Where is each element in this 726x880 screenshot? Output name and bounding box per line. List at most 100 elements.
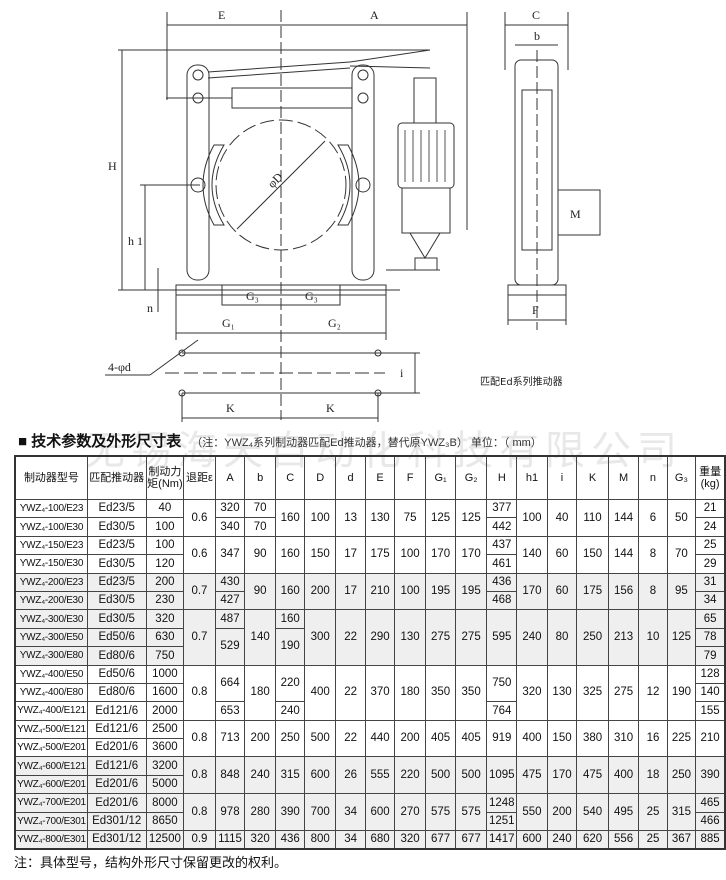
table-cell: 18 (638, 756, 668, 795)
table-cell: 12 (638, 664, 668, 721)
table-cell: 200 (546, 793, 578, 832)
table-cell: 0.8 (183, 756, 216, 795)
table-cell: 377 (486, 498, 518, 519)
table-cell: 713 (214, 719, 246, 758)
table-cell: 150 (576, 535, 609, 574)
table-cell: 170 (454, 535, 488, 574)
table-cell: 40 (145, 498, 185, 519)
brake-dimension-drawing: E A H h 1 n φD G₃ G₃ G₁ G₂ 4-φd i K K (105, 8, 601, 422)
table-cell: 466 (695, 811, 726, 832)
table-cell: Ed23/5 (86, 572, 147, 592)
model-cell: YWZ₄-100/E23 (14, 498, 88, 519)
table-cell: Ed121/6 (86, 756, 147, 776)
table-cell: 250 (576, 609, 609, 666)
model-cell: YWZ₄-150/E30 (14, 554, 88, 574)
table-cell: 90 (244, 572, 276, 611)
table-cell: 21 (695, 498, 726, 519)
table-cell: 600 (516, 830, 548, 850)
table-cell: 225 (666, 719, 697, 758)
dim-label-G2: G₂ (328, 316, 341, 330)
table-cell: 95 (666, 572, 697, 611)
table-cell: 175 (365, 535, 395, 574)
table-cell: 10 (638, 609, 668, 666)
table-cell: 320 (145, 609, 185, 629)
table-cell: 140 (516, 535, 548, 574)
table-cell: 475 (516, 756, 548, 795)
table-cell: 200 (393, 719, 427, 758)
table-cell: 1417 (486, 830, 518, 850)
table-cell: 405 (425, 719, 456, 758)
table-cell: 160 (274, 535, 306, 574)
column-header: 制动器型号 (14, 455, 88, 500)
table-cell: 200 (304, 572, 336, 611)
table-cell: 495 (607, 793, 640, 832)
table-cell: 487 (214, 609, 246, 629)
column-header: E (365, 455, 395, 500)
table-cell: 70 (666, 535, 697, 574)
table-cell: 978 (214, 793, 246, 832)
model-cell: YWZ₄-200/E30 (14, 590, 88, 611)
model-cell: YWZ₄-700/E201 (14, 793, 88, 813)
table-cell: 250 (666, 756, 697, 795)
table-cell: 180 (244, 664, 276, 721)
dim-label-i: i (400, 366, 404, 380)
dim-label-D: φD (265, 170, 286, 191)
column-header: h1 (516, 455, 548, 500)
table-cell: 575 (454, 793, 488, 832)
table-cell: 350 (454, 664, 488, 721)
table-cell: 155 (695, 701, 726, 721)
table-cell: 540 (576, 793, 609, 832)
table-cell: 190 (666, 664, 697, 721)
table-note: （注：YWZ₄系列制动器匹配Ed推动器，替代原YWZ₃B） 单位：（ mm） (191, 437, 542, 449)
table-cell: Ed201/6 (86, 738, 147, 758)
table-cell: 100 (393, 535, 427, 574)
table-cell: 200 (244, 719, 276, 758)
table-cell: 180 (393, 664, 427, 721)
table-cell: 8 (638, 535, 668, 574)
table-cell: 764 (486, 701, 518, 721)
table-cell: 250 (274, 719, 306, 758)
table-cell: 125 (454, 499, 488, 537)
table-cell: 400 (607, 756, 640, 795)
table-cell: 325 (576, 664, 609, 721)
table-cell: 230 (145, 590, 185, 611)
column-header: i (546, 455, 578, 500)
table-cell: 22 (334, 609, 367, 666)
model-cell: YWZ₄-400/E80 (14, 682, 88, 703)
table-cell: 320 (516, 664, 548, 721)
table-cell: 140 (244, 609, 276, 666)
table-cell: 100 (145, 517, 185, 537)
table-cell: 17 (334, 572, 367, 611)
table-cell: 1251 (486, 811, 518, 832)
column-header: K (576, 455, 609, 500)
table-cell: 390 (274, 793, 306, 832)
table-cell: 2500 (145, 719, 185, 740)
table-cell: 475 (576, 756, 609, 795)
table-cell: 100 (393, 572, 427, 611)
table-cell: 919 (486, 719, 518, 758)
table-cell: 5000 (145, 774, 185, 795)
table-cell: 144 (607, 535, 640, 574)
table-cell: 468 (486, 590, 518, 611)
column-header: G₁ (425, 455, 456, 500)
table-cell: 750 (145, 646, 185, 666)
table-cell: 347 (214, 535, 246, 574)
model-cell: YWZ₄-500/E121 (14, 719, 88, 740)
table-cell: 110 (576, 499, 609, 537)
table-cell: 0.8 (183, 793, 216, 832)
table-cell: 400 (516, 719, 548, 758)
table-cell: 380 (576, 719, 609, 758)
table-cell: 630 (145, 627, 185, 648)
table-cell: Ed80/6 (86, 646, 147, 666)
table-cell: 885 (695, 830, 726, 850)
table-cell: 90 (244, 535, 276, 574)
table-cell: Ed201/6 (86, 774, 147, 795)
table-cell: 34 (334, 793, 367, 832)
table-cell: 16 (638, 719, 668, 758)
table-cell: 70 (244, 498, 276, 519)
table-cell: 210 (365, 572, 395, 611)
